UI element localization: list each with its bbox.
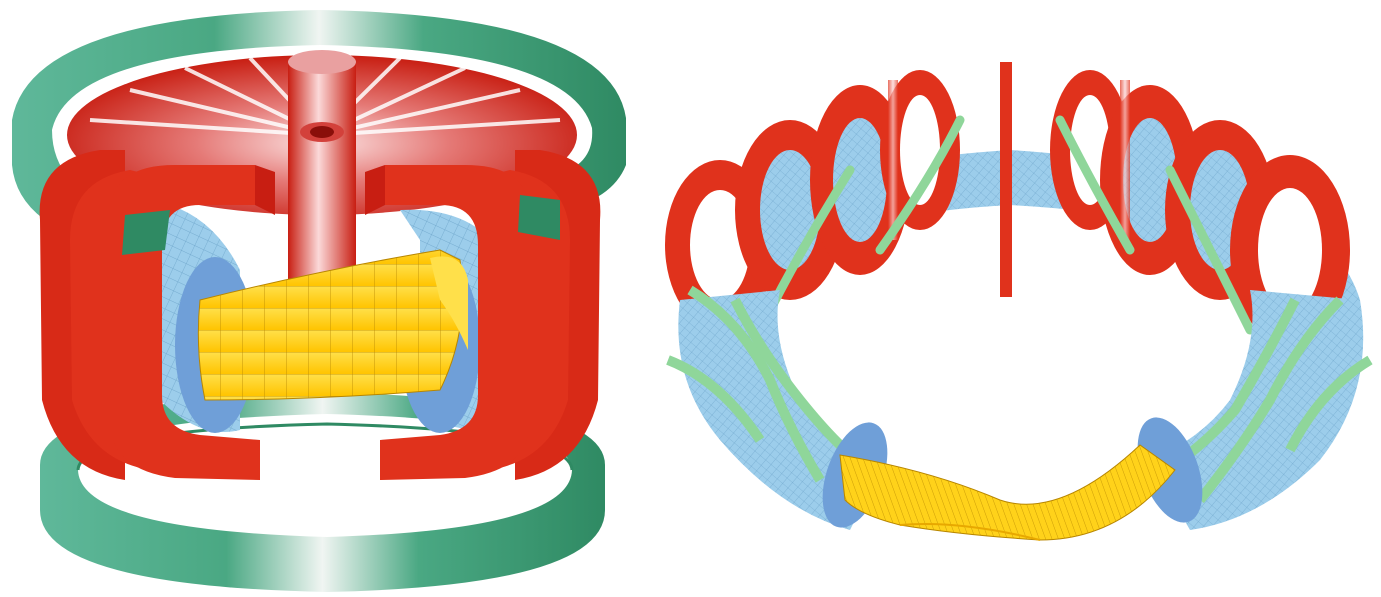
tokamak-diagram (12, 10, 626, 592)
plasma (840, 445, 1175, 540)
stellarator-diagram (665, 62, 1370, 540)
